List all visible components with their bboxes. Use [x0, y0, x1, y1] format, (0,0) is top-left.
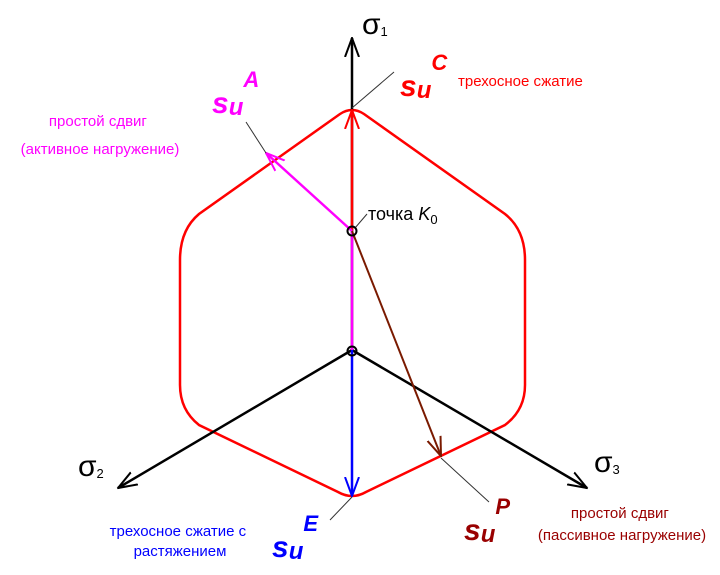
- path-to-P-arrow: [351, 230, 441, 456]
- su-P-description: простой сдвиг (пассивное нагружение): [538, 505, 706, 544]
- leader-E: [329, 496, 353, 521]
- sigma2-axis: [118, 348, 353, 488]
- su-C-description: трехосное сжатие: [458, 73, 583, 90]
- leader-C: [351, 71, 395, 109]
- leader-A: [245, 121, 267, 154]
- path-to-A-arrow: [266, 153, 353, 232]
- leader-K0: [354, 213, 368, 229]
- point-k0-label: точка K0: [368, 204, 438, 227]
- point-k0-marker: [346, 225, 358, 237]
- su-E-description: трехосное сжатие с растяжением: [110, 523, 251, 560]
- sigma3-label: σ3: [594, 446, 620, 479]
- origin-marker: [346, 345, 358, 357]
- sigma1-label: σ1: [362, 8, 388, 41]
- sigma3-axis: [351, 348, 587, 488]
- su-A-label: suA: [212, 67, 259, 121]
- sigma2-label: σ2: [78, 450, 104, 483]
- su-E-label: suE: [272, 511, 319, 565]
- su-A-description: простой сдвиг (активное нагружение): [21, 113, 180, 158]
- limit-surface-hexagon: [178, 108, 527, 498]
- su-P-label: suP: [464, 494, 510, 548]
- leader-P: [440, 457, 490, 503]
- su-C-label: suC: [400, 50, 448, 104]
